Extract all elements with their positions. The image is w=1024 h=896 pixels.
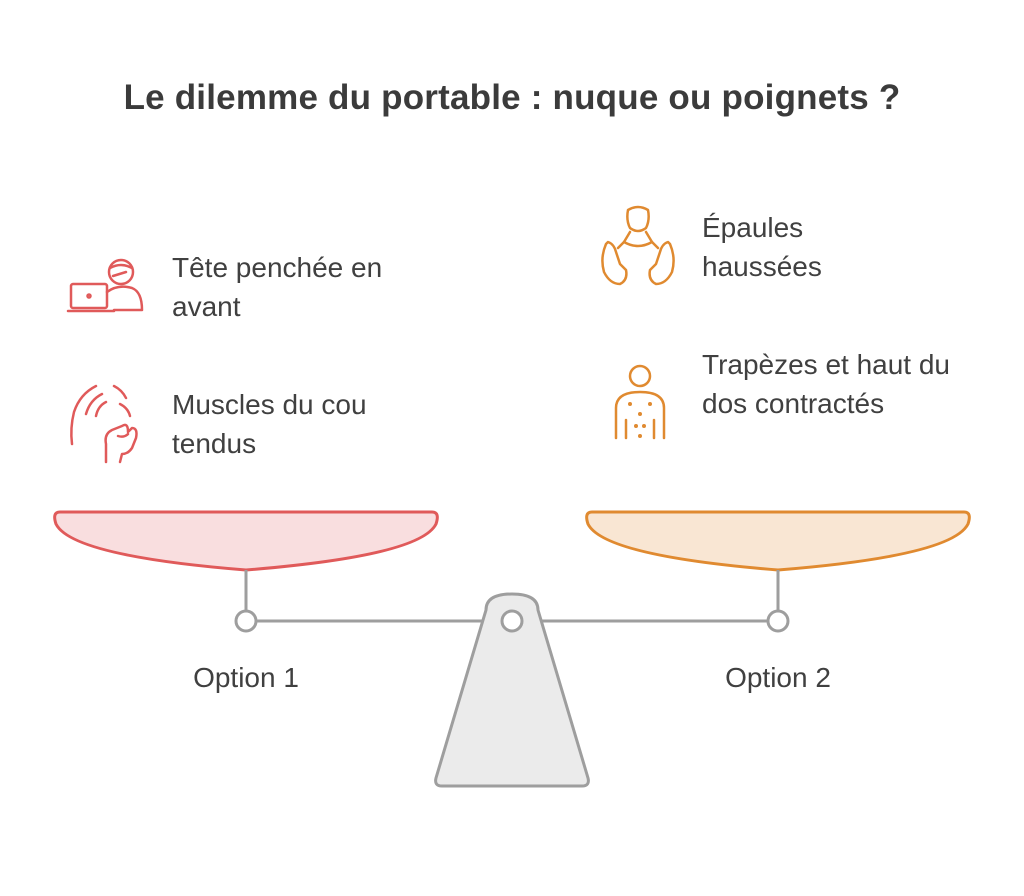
left-pan	[53, 510, 439, 572]
scale-fulcrum	[434, 592, 590, 788]
neck-pain-icon	[70, 384, 138, 464]
left-joint	[234, 609, 258, 633]
laptop-user-icon	[66, 258, 144, 313]
right-joint	[766, 609, 790, 633]
left-item-neck-muscles: Muscles du cou tendus	[172, 389, 367, 459]
right-pan	[585, 510, 971, 572]
shrugging-person-icon	[601, 205, 675, 286]
right-item-trapezius: Trapèzes et haut du dos contractés	[702, 349, 951, 419]
upper-back-icon	[614, 364, 666, 440]
option-2-label: Option 2	[725, 662, 831, 693]
diagram-title: Le dilemme du portable : nuque ou poigne…	[123, 78, 901, 117]
fulcrum-pivot	[500, 609, 524, 633]
left-item-forward-head: Tête penchée en avant	[172, 252, 383, 322]
right-item-shoulders: Épaules haussées	[702, 212, 822, 282]
option-1-label: Option 1	[193, 662, 299, 693]
